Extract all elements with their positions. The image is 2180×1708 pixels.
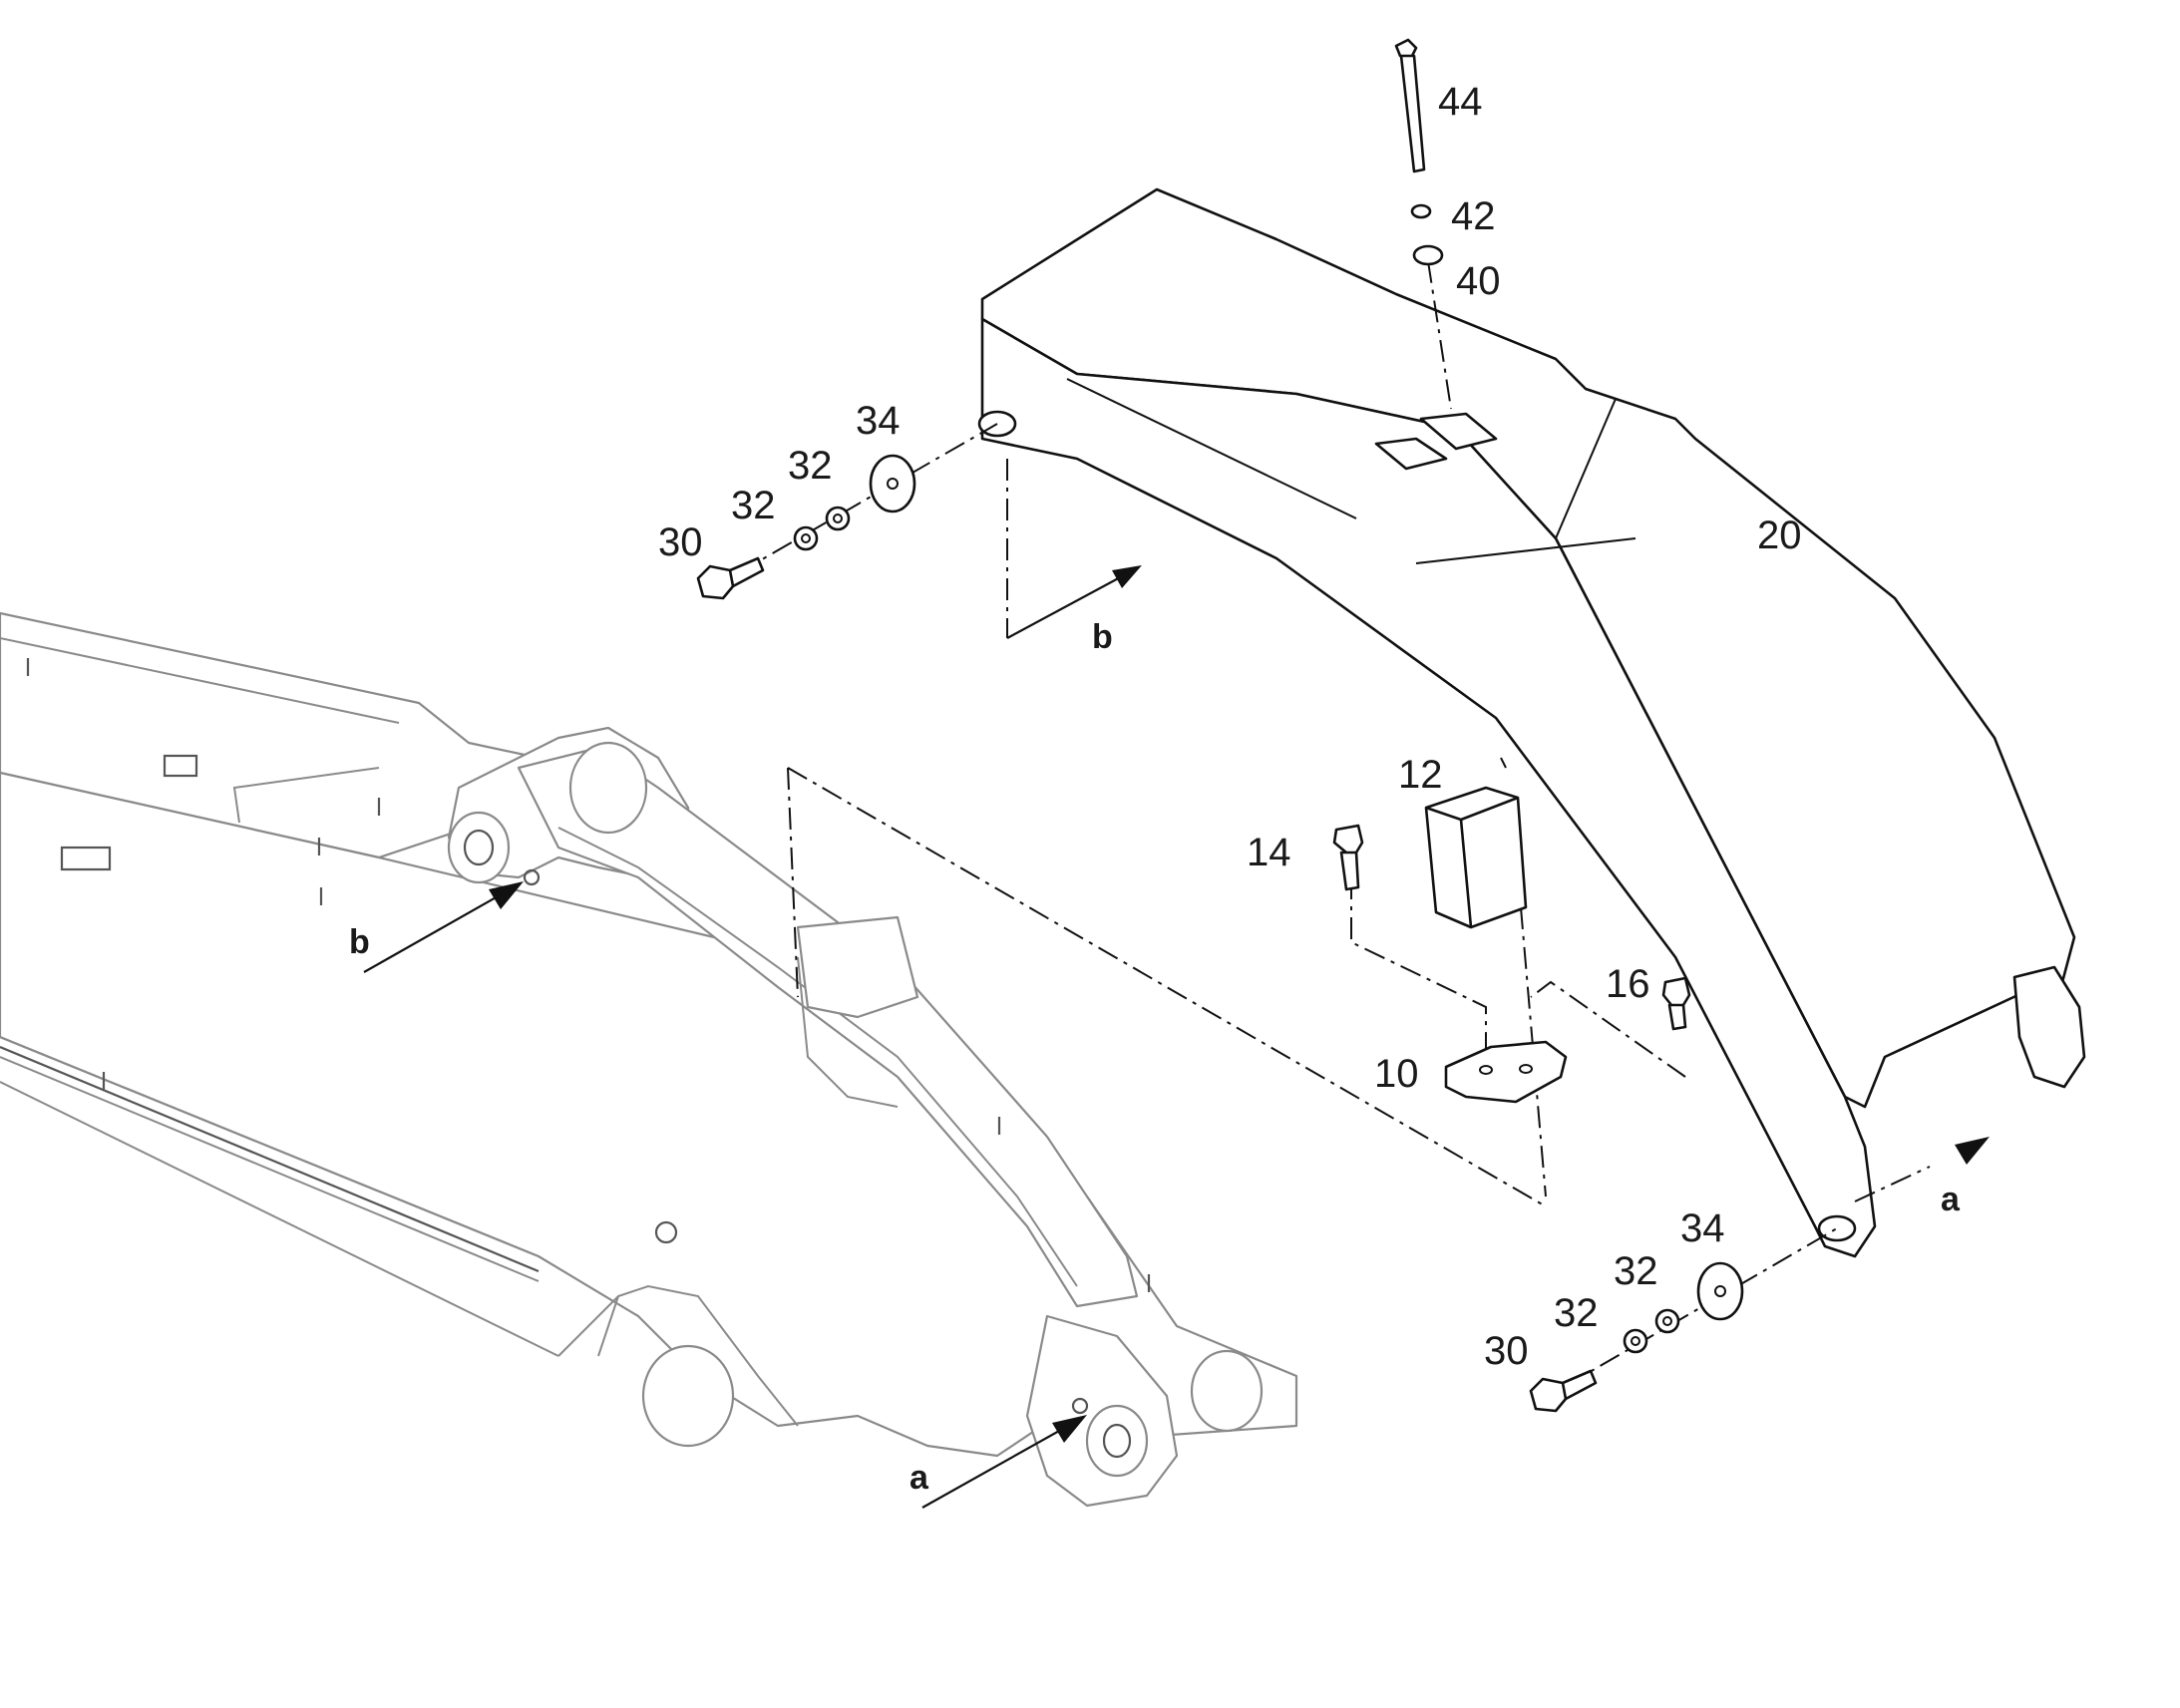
label-20: 20: [1757, 513, 1802, 557]
washer-34-bottom-hole: [1714, 1285, 1726, 1297]
leader-bottom-right-bolt: [1565, 1227, 1838, 1387]
screw-14: [1332, 824, 1364, 891]
label-42: 42: [1451, 194, 1496, 238]
leader-top-left-bolt: [737, 423, 998, 574]
boom-top-block-2: [163, 754, 198, 778]
bolt-30-bottom: [1529, 1369, 1598, 1413]
boom-bolt-lower: [1071, 1397, 1089, 1415]
guard-end-cap: [2012, 965, 2086, 1089]
guard-front-face: [980, 317, 1877, 1258]
label-44: 44: [1438, 80, 1483, 124]
label-32-top-b: 32: [788, 444, 833, 488]
label-ref-b-top: b: [1092, 618, 1113, 656]
guard-slot-1: [1374, 437, 1448, 471]
label-34-bottom: 34: [1680, 1206, 1725, 1250]
boom-upper-pin-hole: [463, 829, 495, 866]
reference-arrows: [363, 459, 1990, 1509]
ref-b-top-arrow-head: [1112, 565, 1142, 588]
washer-32-bottom-a-hole: [1631, 1336, 1640, 1346]
boom-upper-lug: [517, 746, 1139, 1308]
leader-screw-16: [1530, 980, 1686, 1078]
boom-edge-line-2: [0, 1045, 540, 1273]
label-16: 16: [1606, 962, 1650, 1006]
leader-screw-14: [1350, 877, 1487, 1062]
bolt-44: [1394, 38, 1426, 173]
mounting-parts: [787, 757, 1691, 1207]
washer-32-top-b-hole: [833, 513, 843, 523]
washer-40: [1412, 244, 1444, 266]
label-32-bottom-a: 32: [1554, 1291, 1599, 1335]
boom-edge-line-1: [0, 1036, 559, 1357]
plate-10-hole-2: [1519, 1064, 1533, 1074]
boom-stud-1: [26, 658, 1151, 1292]
block-12: [1424, 786, 1528, 929]
label-12: 12: [1398, 753, 1443, 797]
leader-top-bolt: [1427, 260, 1452, 410]
plate-10: [1444, 1040, 1568, 1104]
ref-b-boom-arrow-head: [489, 881, 524, 909]
leader-mount-box: [787, 767, 1547, 1207]
boom-side-boss: [654, 1220, 678, 1244]
label-14: 14: [1247, 831, 1291, 874]
washer-32-bottom-b-hole: [1662, 1316, 1672, 1326]
ref-a-boom-arrow-head: [1052, 1415, 1087, 1443]
label-ref-b-boom: b: [349, 923, 370, 961]
boom-assembly: [0, 611, 1298, 1508]
washer-32-bottom-b: [1654, 1308, 1680, 1334]
washer-34-top-hole: [887, 478, 899, 490]
label-10: 10: [1374, 1052, 1419, 1096]
hardware-top: [1394, 38, 1452, 410]
boom-bolt-upper: [523, 868, 541, 886]
part-labels: 44 42 40 34 32 32 30 20 12 14 16 10 34 3…: [349, 80, 1961, 1497]
label-40: 40: [1456, 259, 1501, 303]
ref-b-top-arrow-line: [1006, 567, 1138, 639]
washer-34-top: [869, 454, 916, 513]
washer-32-top-b: [825, 506, 851, 531]
boom-upper-pin-2: [568, 741, 648, 835]
label-32-bottom-b: 32: [1614, 1249, 1658, 1293]
ref-a-right-arrow-head: [1955, 1137, 1990, 1165]
plate-10-hole-1: [1479, 1065, 1493, 1075]
hardware-bottom-right: [1529, 1227, 1838, 1413]
label-30-bottom: 30: [1484, 1329, 1529, 1373]
guard-face-crease: [1066, 378, 1636, 564]
label-30-top: 30: [658, 520, 703, 564]
washer-32-top-a-hole: [801, 533, 811, 543]
washer-32-bottom-a: [1623, 1328, 1648, 1354]
label-34-top: 34: [856, 399, 901, 443]
boom-lower-pin-2: [1190, 1349, 1264, 1433]
boom-lower-pin-hole: [1102, 1423, 1132, 1459]
ref-b-boom-arrow-line: [363, 886, 515, 973]
leader-block-12: [1500, 757, 1547, 1197]
boom-top-block-1: [60, 846, 112, 871]
bolt-30-top: [696, 556, 765, 600]
label-ref-a-boom: a: [909, 1459, 929, 1497]
boom-lower-pin-1: [641, 1344, 735, 1448]
part-20-guard: [977, 187, 2086, 1258]
screw-16: [1661, 976, 1691, 1031]
washer-42: [1410, 203, 1432, 219]
ref-a-right-line: [1854, 1166, 1931, 1202]
boom-upper-pin-1: [447, 811, 511, 884]
guard-slot-2: [1419, 412, 1498, 451]
washer-32-top-a: [793, 525, 819, 551]
guard-bottom-hole: [1817, 1214, 1857, 1242]
ref-a-boom-arrow-line: [921, 1420, 1078, 1509]
boom-top-plate-seam: [0, 637, 400, 824]
washer-34-bottom: [1696, 1261, 1744, 1321]
label-ref-a-right: a: [1941, 1181, 1961, 1218]
boom-inner-panel: [557, 1284, 799, 1427]
hardware-top-left: [696, 423, 998, 600]
boom-lower-pin-3: [1085, 1404, 1149, 1478]
label-32-top-a: 32: [731, 484, 776, 527]
boom-flap: [796, 915, 919, 1019]
